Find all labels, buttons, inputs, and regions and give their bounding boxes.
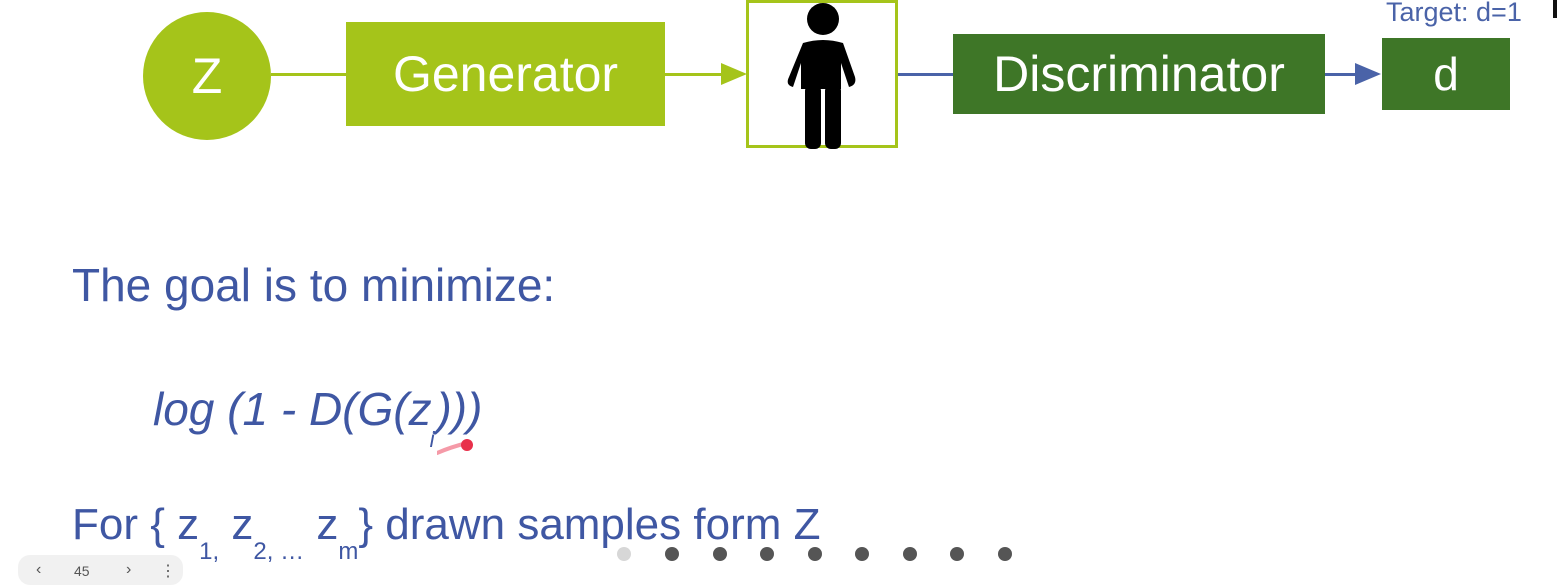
formula-subscript: i — [429, 427, 435, 452]
page-number: 45 — [74, 563, 90, 579]
objective-formula: log (1 - D(G(zi))) — [153, 382, 483, 452]
output-label: d — [1433, 48, 1459, 100]
samples-sub-1: 1, — [199, 538, 220, 565]
z-label: Z — [191, 48, 223, 104]
pagination-dot[interactable] — [617, 547, 631, 561]
discriminator-label: Discriminator — [993, 46, 1285, 102]
pagination-dot[interactable] — [760, 547, 774, 561]
samples-suffix: } drawn samples form Z — [358, 500, 821, 549]
goal-text: The goal is to minimize: — [72, 259, 556, 311]
samples-text: For { z1, z2, … zm} drawn samples form Z — [72, 500, 821, 565]
discriminator-block: Discriminator — [953, 34, 1325, 114]
pagination-dot[interactable] — [998, 547, 1012, 561]
samples-sub-2: 2, … — [253, 538, 305, 565]
chevron-left-icon[interactable]: ‹ — [36, 561, 42, 578]
connector-sample-discriminator — [898, 73, 953, 76]
generator-block: Generator — [346, 22, 665, 126]
output-d-block: d — [1382, 38, 1510, 110]
pagination-dot[interactable] — [903, 547, 917, 561]
pagination-dots — [617, 547, 1037, 563]
formula-main: log (1 - D(G(z — [153, 383, 432, 435]
slide-controls: ‹ 45 › ⋮ — [18, 555, 183, 585]
arrow-head-blue — [1355, 63, 1381, 85]
person-icon — [787, 3, 856, 149]
edge-marker — [1553, 0, 1557, 18]
samples-zm: z — [304, 500, 339, 549]
pagination-dot[interactable] — [808, 547, 822, 561]
more-vertical-icon[interactable]: ⋮ — [160, 563, 176, 580]
pagination-dot[interactable] — [855, 547, 869, 561]
connector-discriminator-output — [1325, 73, 1357, 76]
formula-end: ))) — [436, 383, 483, 435]
pagination-dot[interactable] — [713, 547, 727, 561]
generator-label: Generator — [392, 46, 619, 102]
arrow-head-green — [721, 63, 747, 85]
target-label: Target: d=1 — [1386, 0, 1522, 27]
z-node: Z — [143, 12, 271, 140]
pagination-dot[interactable] — [950, 547, 964, 561]
chevron-right-icon[interactable]: › — [126, 561, 132, 578]
connector-z-generator — [271, 73, 346, 76]
samples-z2: z — [219, 500, 254, 549]
connector-generator-sample — [665, 73, 723, 76]
samples-sub-m: m — [338, 538, 359, 565]
samples-prefix: For { z — [72, 500, 200, 549]
generated-sample-box — [746, 0, 898, 149]
laser-pointer-icon — [437, 439, 473, 455]
pagination-dot[interactable] — [665, 547, 679, 561]
